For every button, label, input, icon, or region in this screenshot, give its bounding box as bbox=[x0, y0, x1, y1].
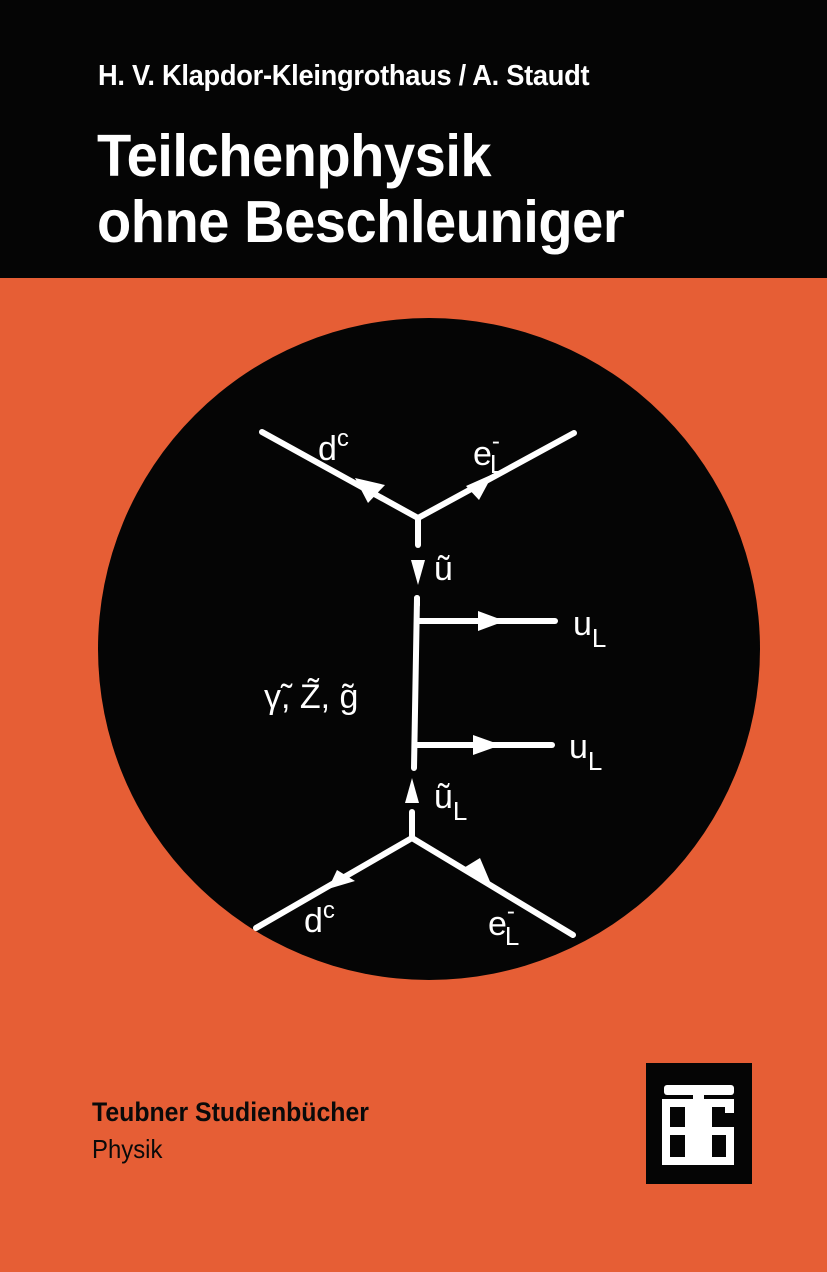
label-eL-bottom: e-L bbox=[488, 898, 519, 951]
title-band bbox=[0, 0, 827, 278]
label-gaugino: γ̃, Z̃, g̃ bbox=[264, 677, 358, 716]
label-uL-2: uL bbox=[569, 728, 602, 776]
label-eL-top: e-L bbox=[473, 428, 504, 479]
diagram-circle bbox=[98, 318, 760, 980]
tg-monogram-icon bbox=[662, 1085, 734, 1165]
label-dc-top: dc bbox=[318, 425, 349, 468]
label-uL-tilde: ũL bbox=[434, 778, 467, 826]
title-line-1: Teilchenphysik bbox=[97, 123, 492, 189]
authors: H. V. Klapdor-Kleingrothaus / A. Staudt bbox=[98, 60, 590, 92]
publisher-logo-icon bbox=[646, 1063, 752, 1184]
title-line-2: ohne Beschleuniger bbox=[97, 189, 625, 255]
label-u-tilde: ũ bbox=[434, 550, 453, 588]
label-dc-bottom: dc bbox=[304, 897, 335, 940]
subject-name: Physik bbox=[92, 1134, 163, 1164]
label-uL-1: uL bbox=[573, 605, 606, 653]
series-name: Teubner Studienbücher bbox=[92, 1097, 369, 1127]
